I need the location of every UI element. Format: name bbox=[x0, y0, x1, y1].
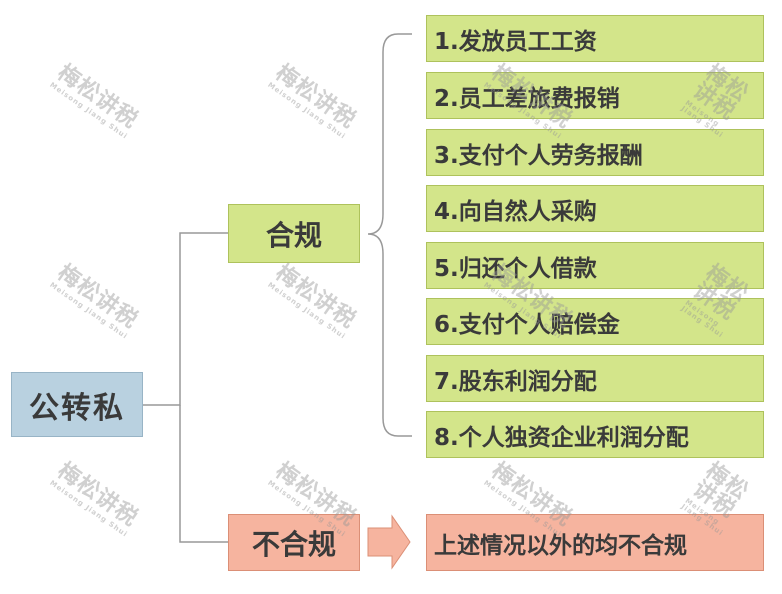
compliant-item-text: 6.支付个人赔偿金 bbox=[434, 311, 620, 338]
compliant-label: 合规 bbox=[265, 218, 322, 252]
noncompliant-item: 上述情况以外的均不合规 bbox=[426, 514, 764, 571]
compliant-node: 合规 bbox=[228, 204, 360, 263]
compliant-item-text: 1.发放员工工资 bbox=[434, 28, 597, 55]
root-label: 公转私 bbox=[29, 390, 125, 426]
root-node: 公转私 bbox=[11, 372, 143, 437]
compliant-item-text: 8.个人独资企业利润分配 bbox=[434, 424, 689, 451]
compliant-item-1: 1.发放员工工资 bbox=[426, 15, 764, 62]
compliant-item-text: 2.员工差旅费报销 bbox=[434, 85, 620, 112]
compliant-item-3: 3.支付个人劳务报酬 bbox=[426, 129, 764, 176]
compliant-item-4: 4.向自然人采购 bbox=[426, 185, 764, 232]
noncompliant-item-text: 上述情况以外的均不合规 bbox=[434, 532, 687, 559]
compliant-item-2: 2.员工差旅费报销 bbox=[426, 72, 764, 119]
compliant-item-8: 8.个人独资企业利润分配 bbox=[426, 411, 764, 458]
noncompliant-label: 不合规 bbox=[251, 527, 336, 561]
compliant-item-text: 4.向自然人采购 bbox=[434, 198, 597, 225]
compliant-item-6: 6.支付个人赔偿金 bbox=[426, 298, 764, 345]
compliant-item-5: 5.归还个人借款 bbox=[426, 242, 764, 289]
noncompliant-node: 不合规 bbox=[228, 514, 360, 571]
compliant-item-text: 7.股东利润分配 bbox=[434, 368, 597, 395]
compliant-item-text: 5.归还个人借款 bbox=[434, 255, 597, 282]
compliant-item-text: 3.支付个人劳务报酬 bbox=[434, 142, 643, 169]
compliant-item-7: 7.股东利润分配 bbox=[426, 355, 764, 402]
